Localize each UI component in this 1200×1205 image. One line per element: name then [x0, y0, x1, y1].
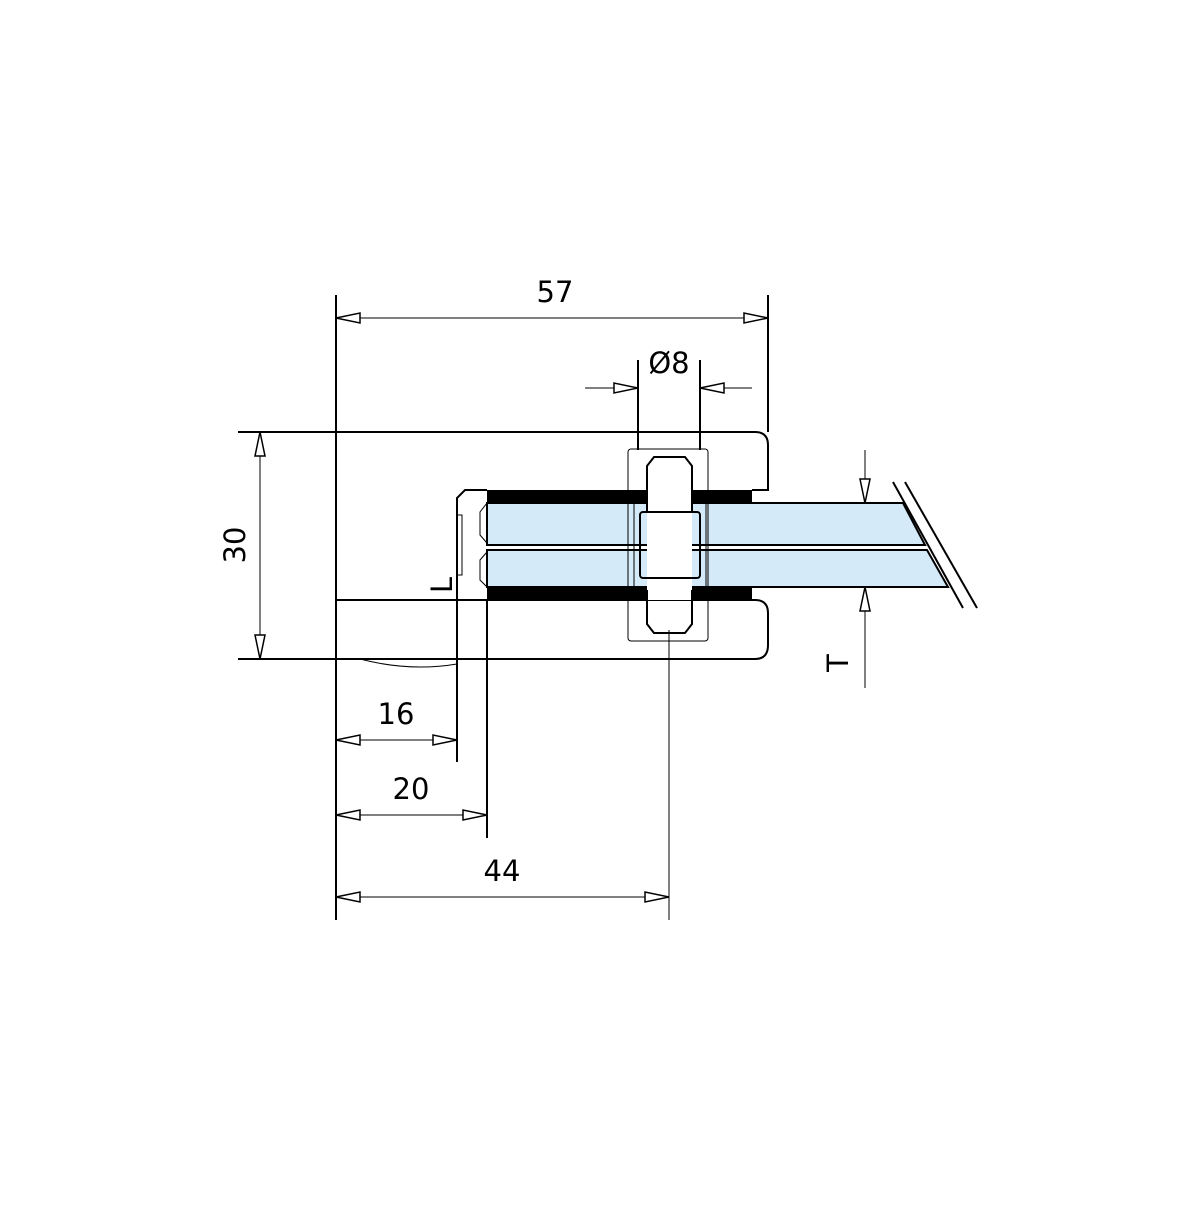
clamp-body — [238, 431, 769, 668]
label-glass-thickness: T — [821, 654, 855, 673]
dim-insert-max: 20 — [393, 772, 430, 806]
dim-bolt-position: 44 — [484, 854, 521, 888]
bolt — [627, 448, 709, 642]
dim-bolt-diameter: Ø8 — [648, 346, 689, 380]
dim-overall-width: 57 — [537, 275, 574, 309]
dimension-lines — [254, 295, 871, 920]
lower-gasket — [487, 587, 752, 600]
label-slot: L — [425, 577, 459, 593]
dim-insert-min: 16 — [378, 697, 415, 731]
upper-gasket — [487, 490, 752, 503]
dim-height: 30 — [218, 527, 252, 564]
